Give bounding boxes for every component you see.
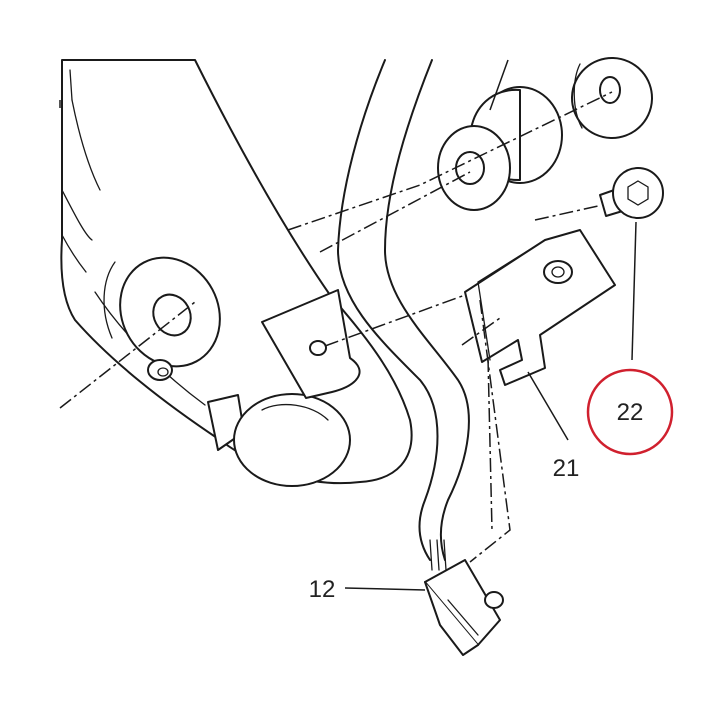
wire-harness	[337, 59, 470, 561]
side-nub	[147, 359, 173, 381]
highlight-circle	[586, 368, 674, 456]
lower-clamp	[207, 393, 351, 487]
front-boss	[103, 256, 221, 368]
mounting-tab	[261, 289, 361, 399]
leader-lines	[344, 59, 637, 591]
callout-22: 22	[617, 399, 644, 426]
washer	[571, 56, 653, 139]
alignment-lines	[59, 91, 613, 563]
sensor-bracket	[464, 229, 616, 386]
callout-12: 12	[309, 576, 336, 603]
wire-connector	[424, 539, 504, 656]
hex-screw	[599, 167, 664, 219]
callout-21: 21	[553, 455, 580, 482]
bushing-spacer	[437, 86, 563, 211]
